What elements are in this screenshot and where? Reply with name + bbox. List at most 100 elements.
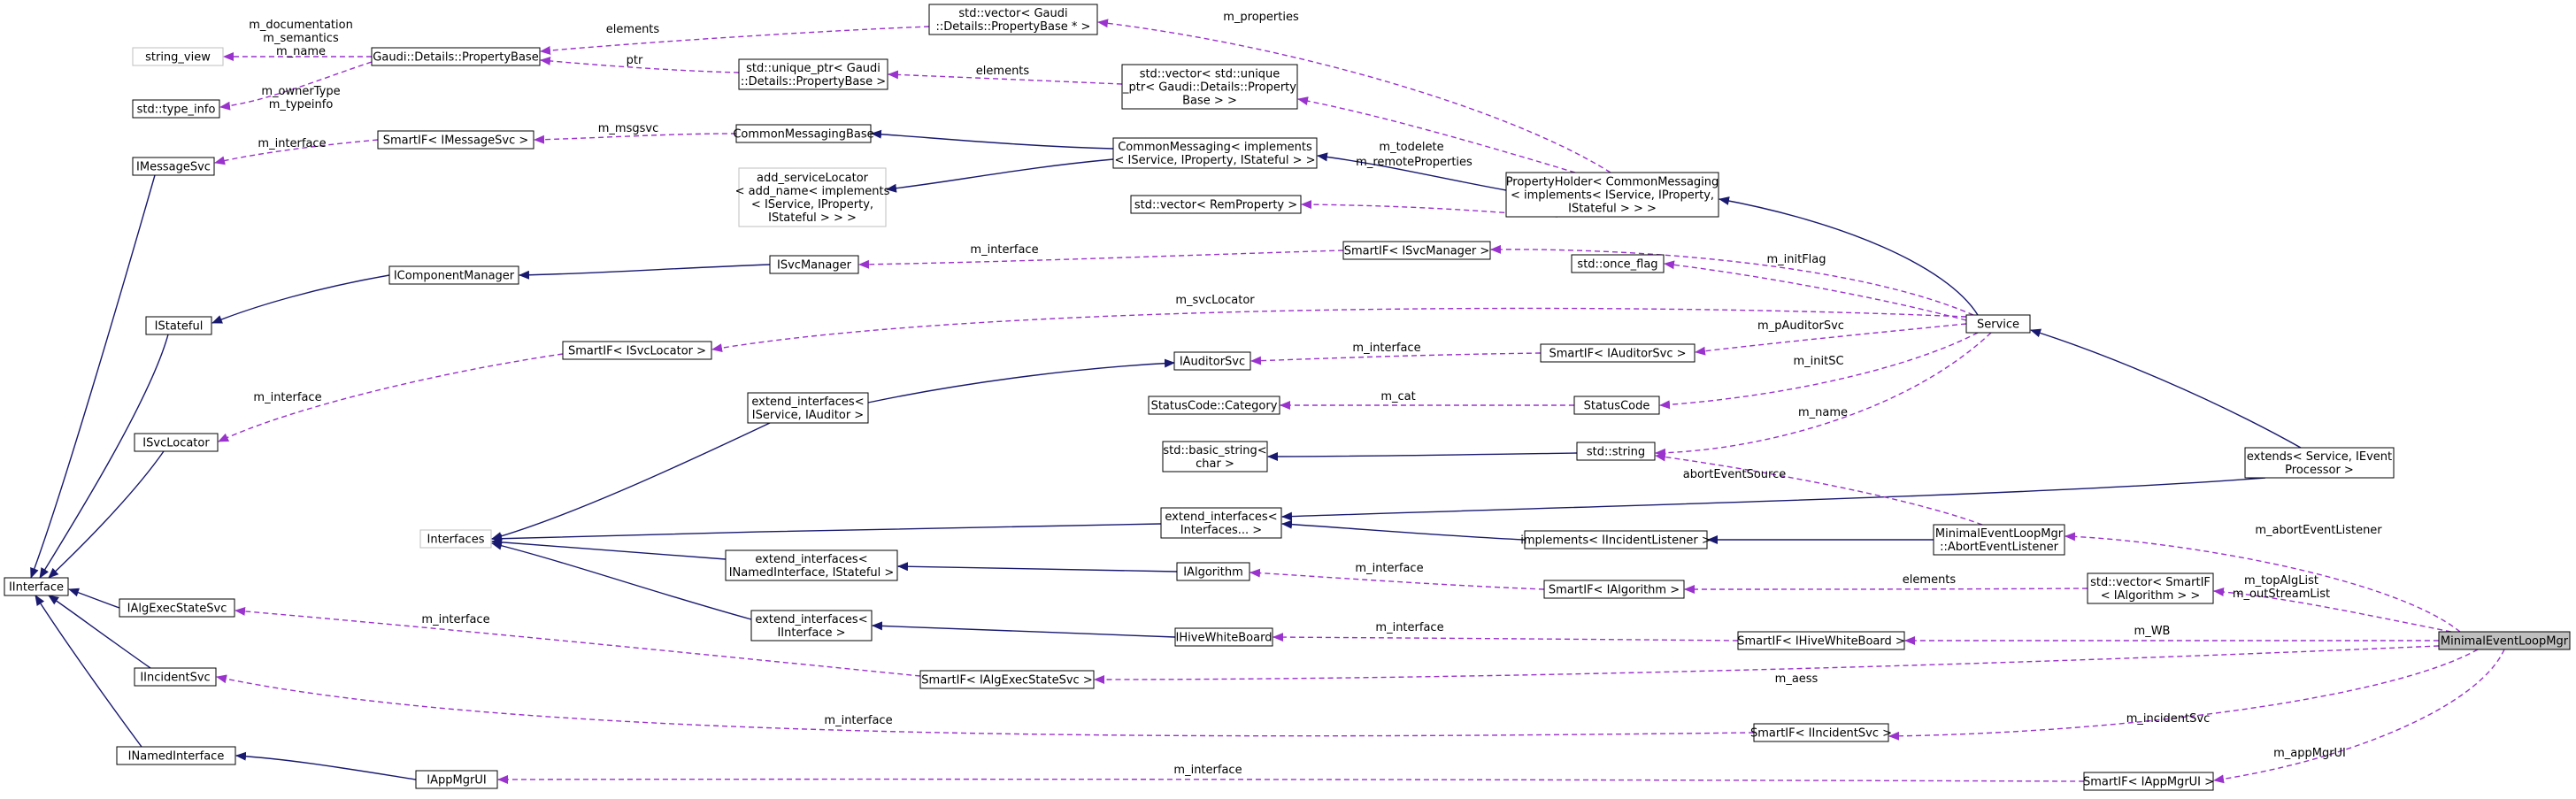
node-iappmgrui[interactable]: IAppMgrUI [415,770,498,789]
inheritance-edge-extii-interfaces [491,541,752,620]
node-label-line: _ptr< Gaudi::Details::Property [1122,81,1296,95]
node-extend-iservice-iauditor[interactable]: extend_interfaces<IService, IAuditor > [747,392,869,424]
node-inamedinterface[interactable]: INamedInterface [116,746,236,765]
node-extend-iinterface[interactable]: extend_interfaces<IInterface > [750,610,873,642]
node-smartif-isvclocator[interactable]: SmartIF< ISvcLocator > [562,341,712,360]
node-commonmessagingbase[interactable]: CommonMessagingBase [733,124,874,143]
edge-label-m_wb: m_WB [2134,625,2171,638]
node-vector-smartif-ialgorithm[interactable]: std::vector< SmartIF< IAlgorithm > > [2087,572,2214,604]
node-box [1505,172,1719,218]
node-box [1573,396,1660,415]
usage-edge-cmb-smartmsg [534,133,737,144]
node-label-line: SmartIF< IAlgorithm > [1549,584,1680,597]
node-add-servicelocator[interactable]: add_serviceLocator< add_name< implements… [735,167,890,227]
edge-label-abort_event_source: abortEventSource [1683,468,1787,481]
node-minimaleventloopmgr[interactable]: MinimalEventLoopMgr [2438,631,2571,650]
node-statuscode-category[interactable]: StatusCode::Category [1148,396,1280,415]
node-box [769,255,859,274]
inheritance-edge-iapp-inamed [235,751,417,780]
node-label: std::vector< std::unique_ptr< Gaudi::Det… [1122,68,1296,108]
node-smartif-imessagesvc[interactable]: SmartIF< IMessageSvc > [377,130,534,150]
edge-label-line: m_msgsvc [598,122,658,135]
node-label: extend_interfaces<IInterface > [755,613,867,640]
node-box [1576,442,1656,461]
node-ialgexecstatesvc[interactable]: IAlgExecStateSvc [119,598,235,618]
node-label: IAlgExecStateSvc [127,603,227,616]
node-unique-ptr-propbase[interactable]: std::unique_ptr< Gaudi::Details::Propert… [738,58,888,90]
node-label-line: PropertyHolder< CommonMessaging [1506,176,1719,189]
node-label: SmartIF< IHiveWhiteBoard > [1737,635,1905,649]
edge-label-line: m_name [1798,406,1848,419]
node-iincidentsvc[interactable]: IIncidentSvc [134,667,217,687]
node-imessagesvc[interactable]: IMessageSvc [132,157,215,176]
node-extend-inamed-istateful[interactable]: extend_interfaces<INamedInterface, IStat… [725,549,898,581]
node-iauditorsvc[interactable]: IAuditorSvc [1173,351,1251,371]
node-box [738,58,888,90]
node-iinterface[interactable]: IInterface [4,577,69,596]
node-box [419,529,492,549]
node-propertyholder[interactable]: PropertyHolder< CommonMessaging< impleme… [1505,172,1719,218]
node-ihivewhiteboard[interactable]: IHiveWhiteBoard [1174,627,1273,647]
node-type-info[interactable]: std::type_info [132,99,220,119]
node-implements-iincidentlistener[interactable]: implements< IIncidentListener > [1520,530,1711,549]
inheritance-edge-ialgexec-iinterface [68,588,120,609]
usage-edge-smartloc-isvcloc [218,353,564,442]
node-smartif-iauditorsvc[interactable]: SmartIF< IAuditorSvc > [1540,343,1696,363]
edge-label-m_interface_wb: m_interface [1375,621,1443,634]
node-abort-event-listener[interactable]: MinimalEventLoopMgr::AbortEventListener [1933,524,2065,556]
node-smartif-isvcmanager[interactable]: SmartIF< ISvcManager > [1342,241,1491,260]
node-isvclocator[interactable]: ISvcLocator [134,433,219,452]
inheritance-edge-extaud-interfaces [491,422,771,541]
node-std-string[interactable]: std::string [1576,442,1656,461]
node-icomponentmanager[interactable]: IComponentManager [388,265,519,285]
usage-edge-smartmsg-imsg [214,139,379,165]
inheritance-edge-cmimpl-cmb [871,129,1114,150]
node-isvcmanager[interactable]: ISvcManager [769,255,859,274]
node-box [134,667,217,687]
node-label: StatusCode::Category [1151,400,1278,413]
node-smartif-iincidentsvc[interactable]: SmartIF< IIncidentSvc > [1750,723,1892,742]
node-property-base[interactable]: Gaudi::Details::PropertyBase [371,47,541,66]
node-basic-string[interactable]: std::basic_string<char > [1162,441,1268,472]
node-commonmessaging-impl[interactable]: CommonMessaging< implements< IService, I… [1112,137,1318,169]
node-vector-propbase-ptr[interactable]: std::vector< Gaudi::Details::PropertyBas… [928,4,1098,35]
node-interfaces[interactable]: Interfaces [419,529,492,549]
node-statuscode[interactable]: StatusCode [1573,396,1660,415]
node-label-line: MinimalEventLoopMgr [1935,527,2064,541]
node-service[interactable]: Service [1965,314,2031,334]
edge-label-line: m_svcLocator [1175,294,1255,307]
node-smartif-ialgexecstatesvc[interactable]: SmartIF< IAlgExecStateSvc > [919,670,1095,689]
node-ialgorithm[interactable]: IAlgorithm [1176,562,1250,581]
edge-label-line: m_documentation [249,19,353,32]
usage-edge-service-smartsvcmgr [1490,244,1974,316]
node-label: CommonMessaging< implements< IService, I… [1115,141,1316,167]
node-label: SmartIF< ISvcLocator > [568,345,706,358]
node-string-view[interactable]: string_view [132,47,224,66]
node-vector-remproperty[interactable]: std::vector< RemProperty > [1130,195,1302,214]
node-once-flag[interactable]: std::once_flag [1571,254,1665,273]
node-label-line: IAppMgrUI [427,774,486,787]
node-vector-unique-ptr[interactable]: std::vector< std::unique_ptr< Gaudi::Det… [1121,64,1298,110]
node-smartif-ihivewhiteboard[interactable]: SmartIF< IHiveWhiteBoard > [1737,631,1905,650]
node-istateful[interactable]: IStateful [145,316,212,335]
node-box [1543,580,1685,599]
edge-label-line: m_topAlgList [2244,574,2318,588]
node-label: IAlgorithm [1183,566,1243,580]
inheritance-edge-extnamed-interfaces [491,537,727,560]
edge-label-m_name: m_name [1798,406,1848,419]
edge-label-line: m_aess [1775,672,1819,686]
node-smartif-iappmgrui[interactable]: SmartIF< IAppMgrUI > [2083,772,2214,791]
node-label-line: SmartIF< ISvcManager > [1344,245,1490,258]
node-label-line: Base > > [1182,95,1237,108]
node-label: SmartIF< IMessageSvc > [383,134,529,148]
node-box [2438,631,2571,650]
node-label-line: SmartIF< IMessageSvc > [383,134,529,148]
node-extend-interfaces-pack[interactable]: extend_interfaces<Interfaces... > [1160,507,1282,539]
edge-label-line: m_outStreamList [2233,588,2330,601]
node-smartif-ialgorithm[interactable]: SmartIF< IAlgorithm > [1543,580,1685,599]
node-label-line: ::Details::PropertyBase > [741,75,886,88]
inheritance-edge-extsvc-extpack [1281,477,2266,521]
node-label: IAppMgrUI [427,774,486,787]
